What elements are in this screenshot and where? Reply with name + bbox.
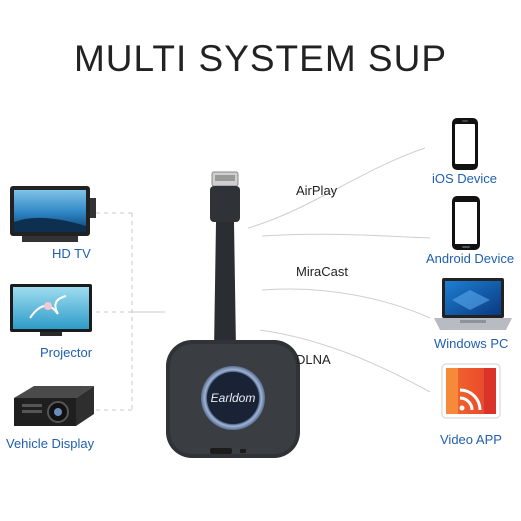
right-label-video-app: Video APP <box>440 432 502 447</box>
right-connectors <box>247 147 431 393</box>
protocol-dlna: DLNA <box>296 352 331 367</box>
right-label-windows-pc: Windows PC <box>434 336 509 351</box>
iphone-icon <box>452 118 478 170</box>
android-phone-icon <box>452 196 480 250</box>
left-label-projector: Projector <box>40 345 93 360</box>
hdmi-dongle-icon <box>166 171 300 458</box>
projector-screen-icon <box>10 284 92 336</box>
protocol-miracast: MiraCast <box>296 264 349 279</box>
page-title: MULTI SYSTEM SUP <box>73 38 448 79</box>
left-label-hd-tv: HD TV <box>52 246 91 261</box>
protocol-airplay: AirPlay <box>296 183 338 198</box>
left-connectors <box>96 212 165 411</box>
left-label-vehicle-display: Vehicle Display <box>6 436 95 451</box>
right-label-android-device: Android Device <box>426 251 515 266</box>
projector-icon <box>14 386 94 426</box>
cast-app-icon <box>441 363 501 419</box>
monitor-icon <box>10 186 96 242</box>
right-label-ios-device: iOS Device <box>432 171 498 186</box>
dongle-brand: Earldom <box>211 391 256 405</box>
laptop-icon <box>434 278 512 330</box>
